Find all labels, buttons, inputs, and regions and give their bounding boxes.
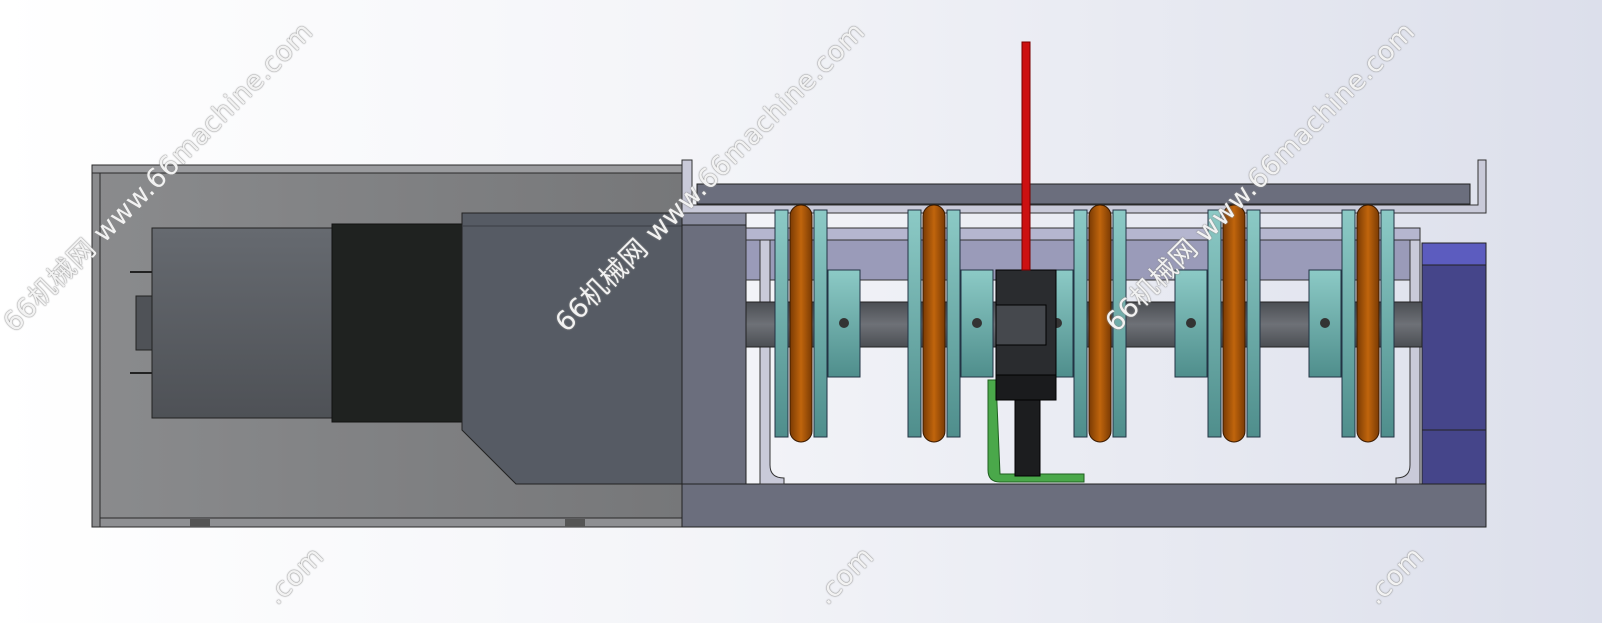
housing-foot bbox=[565, 519, 585, 527]
roller-wheel bbox=[1040, 204, 1127, 443]
gearbox bbox=[461, 212, 683, 485]
indicator-rod bbox=[1021, 41, 1031, 271]
roller-wheel bbox=[907, 204, 994, 443]
roller-wheel bbox=[774, 204, 861, 443]
end-bearing-block bbox=[1421, 242, 1487, 485]
clamp-assembly bbox=[987, 269, 1085, 483]
roller-wheel bbox=[1308, 204, 1395, 443]
coupling bbox=[331, 223, 463, 423]
motor bbox=[130, 227, 333, 419]
roller-wheel bbox=[1174, 204, 1261, 443]
housing-foot bbox=[190, 519, 210, 527]
